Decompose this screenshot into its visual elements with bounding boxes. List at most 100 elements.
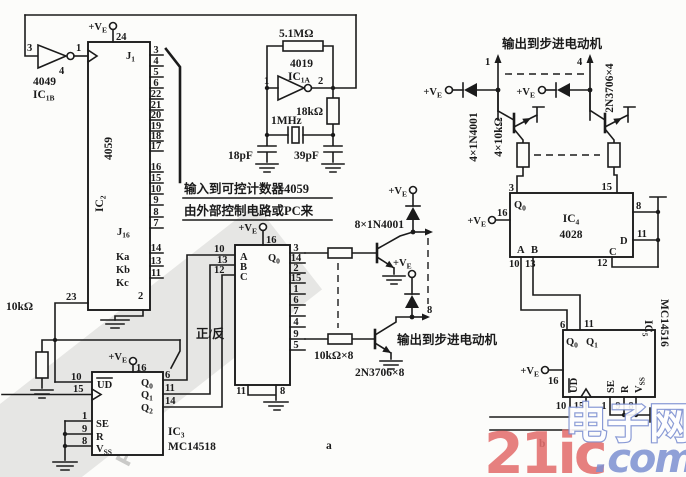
vplus-label-4059: +VE <box>88 22 107 35</box>
mid-output-label: 输出到步进电动机 <box>397 332 498 347</box>
deca-pin11-label: 11 <box>236 386 246 397</box>
ka-label: Ka <box>116 252 130 263</box>
ic3-pin11-label: 11 <box>165 383 175 394</box>
top-output-label: 输出到步进电动机 <box>502 36 603 51</box>
ic5-pin8-label: 8 <box>628 401 633 412</box>
ic5-pin10-label: 10 <box>556 401 567 412</box>
ic4-q0-label: Q0 <box>514 200 526 213</box>
pin2-label: 2 <box>138 291 143 302</box>
pin24-label: 24 <box>116 32 127 43</box>
deca-c-label: C <box>240 272 248 283</box>
decoder-a: +VE 16 A B C Q0 10 13 12 3 14 2 15 1 6 7… <box>214 222 306 411</box>
subfigure-b-label: b <box>539 438 545 450</box>
ic3-pin9-label: 9 <box>82 424 87 435</box>
deca-out-pin: 14 <box>291 253 302 264</box>
ic3-q0-label: Q0 <box>141 378 153 391</box>
ic3-se-label: SE <box>96 419 109 430</box>
deca-q0-label: Q0 <box>268 253 280 266</box>
ground-symbol <box>382 275 406 285</box>
ic3-q2-label: Q2 <box>141 403 153 416</box>
j-pin: 22 <box>151 89 162 100</box>
mid-resistor-label: 10kΩ×8 <box>314 350 354 362</box>
resistor-10k <box>35 351 49 379</box>
vplus-label-ic5: +VE <box>520 366 539 379</box>
oscillator-pin-out: 2 <box>318 76 323 87</box>
ic5-part-label: MC14516 <box>658 299 670 347</box>
deca-out-pin: 5 <box>293 340 298 351</box>
deca-pin12-label: 12 <box>214 265 225 276</box>
clock-input-symbol <box>90 387 103 402</box>
output-arrow <box>586 54 594 63</box>
external-input-bus <box>164 47 182 184</box>
deca-out-pin: 7 <box>293 306 298 317</box>
diode-1n4001 <box>405 295 419 308</box>
ic3-pin16-label: 16 <box>136 363 147 374</box>
diode-1n4001 <box>406 207 420 220</box>
deca-b-label: B <box>240 262 247 273</box>
j-pin: 20 <box>151 110 162 121</box>
ic4-pin11-label: 11 <box>637 229 647 240</box>
ground-symbol <box>263 401 289 411</box>
k-pin: 14 <box>151 243 162 254</box>
deca-out-pin: 1 <box>293 284 298 295</box>
oscillator-ic-ref: IC1A <box>288 71 311 85</box>
j16-label: J16 <box>117 227 130 240</box>
annotation-line1: 输入到可控计数器4059 <box>184 181 309 196</box>
vplus-label-mid1: +VE <box>388 186 407 199</box>
watermark-site: 电子网 <box>565 399 686 448</box>
j-pin: 19 <box>151 121 162 132</box>
crystal-1mhz <box>291 126 300 144</box>
j-pin: 16 <box>151 162 162 173</box>
ic5-pin16-label: 16 <box>548 376 559 387</box>
base-resistor <box>327 247 353 259</box>
ic4-part-label: 4028 <box>560 229 583 241</box>
vplus-label-deca: +VE <box>238 223 257 236</box>
ic4-pin16-label: 16 <box>497 208 508 219</box>
kb-label: Kb <box>116 265 130 276</box>
vplus-label-ic4: +VE <box>467 216 486 229</box>
ic4-pin12-label: 12 <box>597 258 608 269</box>
capacitor-18pf-label: 18pF <box>228 150 253 162</box>
capacitor-18pf <box>257 134 277 163</box>
resistor-5p1m <box>282 40 324 52</box>
counter-part-label: 4059 <box>103 137 115 160</box>
mid-count-label: 8 <box>427 305 432 316</box>
output-arrow <box>422 313 430 321</box>
subfigure-a-label: a <box>326 440 332 452</box>
ground-symbol <box>52 461 78 471</box>
diode-array-label: 8×1N4001 <box>355 219 405 231</box>
j-pin: 3 <box>153 45 158 56</box>
kc-label: Kc <box>116 278 129 289</box>
k-pin: 11 <box>151 268 161 279</box>
oscillator-1mhz: 5.1MΩ 4019 IC1A 1 2 18kΩ 1MHz 18pF 39pF <box>228 14 357 173</box>
counter-ic-ref: IC2 <box>94 195 108 212</box>
ic5-vss-label: VSS <box>634 377 647 393</box>
top-transistor-label: 2N3706×4 <box>604 63 616 113</box>
deca-out-pin: 2 <box>293 263 298 274</box>
j-pin: 4 <box>153 56 159 67</box>
resistor-18k <box>326 97 340 125</box>
ic4-pin13-label: 13 <box>525 259 536 270</box>
inverter-part-label: 4049 <box>33 76 56 88</box>
resistor-18k-label: 18kΩ <box>296 106 323 118</box>
ground-symbol <box>255 163 279 173</box>
ic3-r-label: R <box>96 432 104 443</box>
ic3-ud-label: UD <box>97 380 113 391</box>
capacitor-39pf-label: 39pF <box>294 150 319 162</box>
pin23-label: 23 <box>66 292 77 303</box>
ic5-pin6-label: 6 <box>560 320 565 331</box>
ic3-part-label: MC14518 <box>168 441 216 453</box>
counter-4059: +VE 24 J1 4059 IC2 J16 Ka Kb Kc 3 4 5 6 … <box>54 21 182 341</box>
vplus-label-ic3: +VE <box>108 352 127 365</box>
j-pin: 8 <box>153 207 158 218</box>
phase1-label: 1 <box>485 57 490 68</box>
deca-out-pin: 6 <box>293 295 298 306</box>
crystal-label: 1MHz <box>271 115 302 127</box>
driver-top: 输出到步进电动机 1 +VE 4×1N4001 4×10kΩ 3 4 +VE <box>423 36 636 194</box>
ic3-pin14-label: 14 <box>165 396 176 407</box>
watermark-brand: 21ic <box>484 421 605 477</box>
ic4-pin10-label: 10 <box>509 259 520 270</box>
vplus-label-mid2: +VE <box>393 258 412 271</box>
capacitor-39pf <box>323 134 343 163</box>
